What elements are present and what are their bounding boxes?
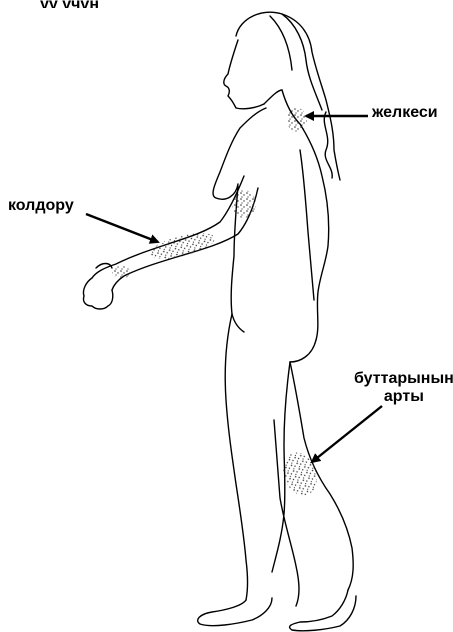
label-back-of-knees: буттарынын арты: [354, 370, 453, 406]
arrow-knee: [312, 406, 382, 462]
front-arm-outline: [92, 176, 244, 278]
rash-patch-upper-arm: [232, 190, 256, 218]
rash-patch-neck: [287, 108, 307, 132]
arrow-forearm: [86, 214, 158, 242]
front-leg-outline: [225, 314, 247, 600]
head-outline: [224, 40, 264, 109]
label-neck: желкеси: [372, 104, 438, 122]
rash-patch-wrist: [112, 266, 132, 278]
back-outline: [282, 90, 329, 340]
rash-patch-forearm: [147, 228, 218, 264]
hand-outline: [83, 278, 112, 309]
label-back-of-knees-line1: буттарынын: [354, 370, 453, 388]
label-back-of-knees-line2: арты: [354, 388, 453, 406]
label-forearm: колдору: [8, 197, 74, 215]
hair-outline: [236, 12, 340, 180]
